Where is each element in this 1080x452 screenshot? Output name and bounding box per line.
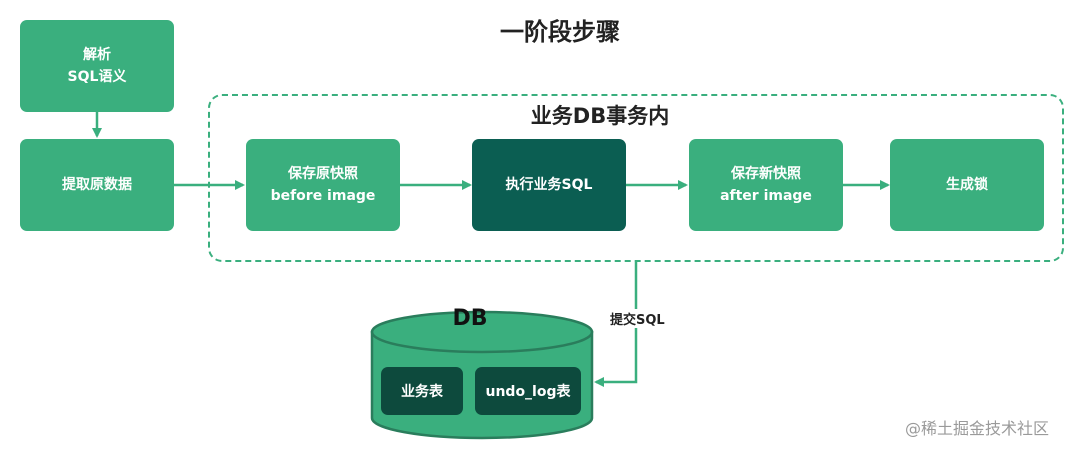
node-parse-line1: 解析 xyxy=(83,47,111,63)
diagram-title: 一阶段步骤 xyxy=(500,18,620,46)
node-lock-line1: 生成锁 xyxy=(946,177,988,193)
node-execute-line1: 执行业务SQL xyxy=(505,177,593,193)
node-save-before-image: 保存原快照 before image xyxy=(246,139,400,231)
arrow-commit-to-db xyxy=(594,262,638,387)
edge-label-commit-sql: 提交SQL xyxy=(608,309,667,328)
node-save-after-image: 保存新快照 after image xyxy=(689,139,843,231)
watermark: @稀土掘金技术社区 xyxy=(905,419,1050,438)
node-save-before-line1: 保存原快照 xyxy=(288,166,358,182)
db-table-undo-log: undo_log表 xyxy=(475,367,581,415)
transaction-label: 业务DB事务内 xyxy=(530,104,670,128)
node-fetch-line1: 提取原数据 xyxy=(62,177,132,193)
node-generate-lock: 生成锁 xyxy=(890,139,1044,231)
db-table-business: 业务表 xyxy=(381,367,463,415)
db-label: DB xyxy=(452,306,488,331)
node-parse-line2: SQL语义 xyxy=(67,69,127,85)
db-cylinder-top xyxy=(370,310,594,354)
transaction-boundary xyxy=(208,94,1064,262)
node-fetch-original: 提取原数据 xyxy=(20,139,174,231)
node-execute-sql: 执行业务SQL xyxy=(472,139,626,231)
node-parse-sql: 解析 SQL语义 xyxy=(20,20,174,112)
node-save-after-line1: 保存新快照 xyxy=(731,166,801,182)
node-save-after-line2: after image xyxy=(720,188,812,204)
node-save-before-line2: before image xyxy=(270,188,376,204)
